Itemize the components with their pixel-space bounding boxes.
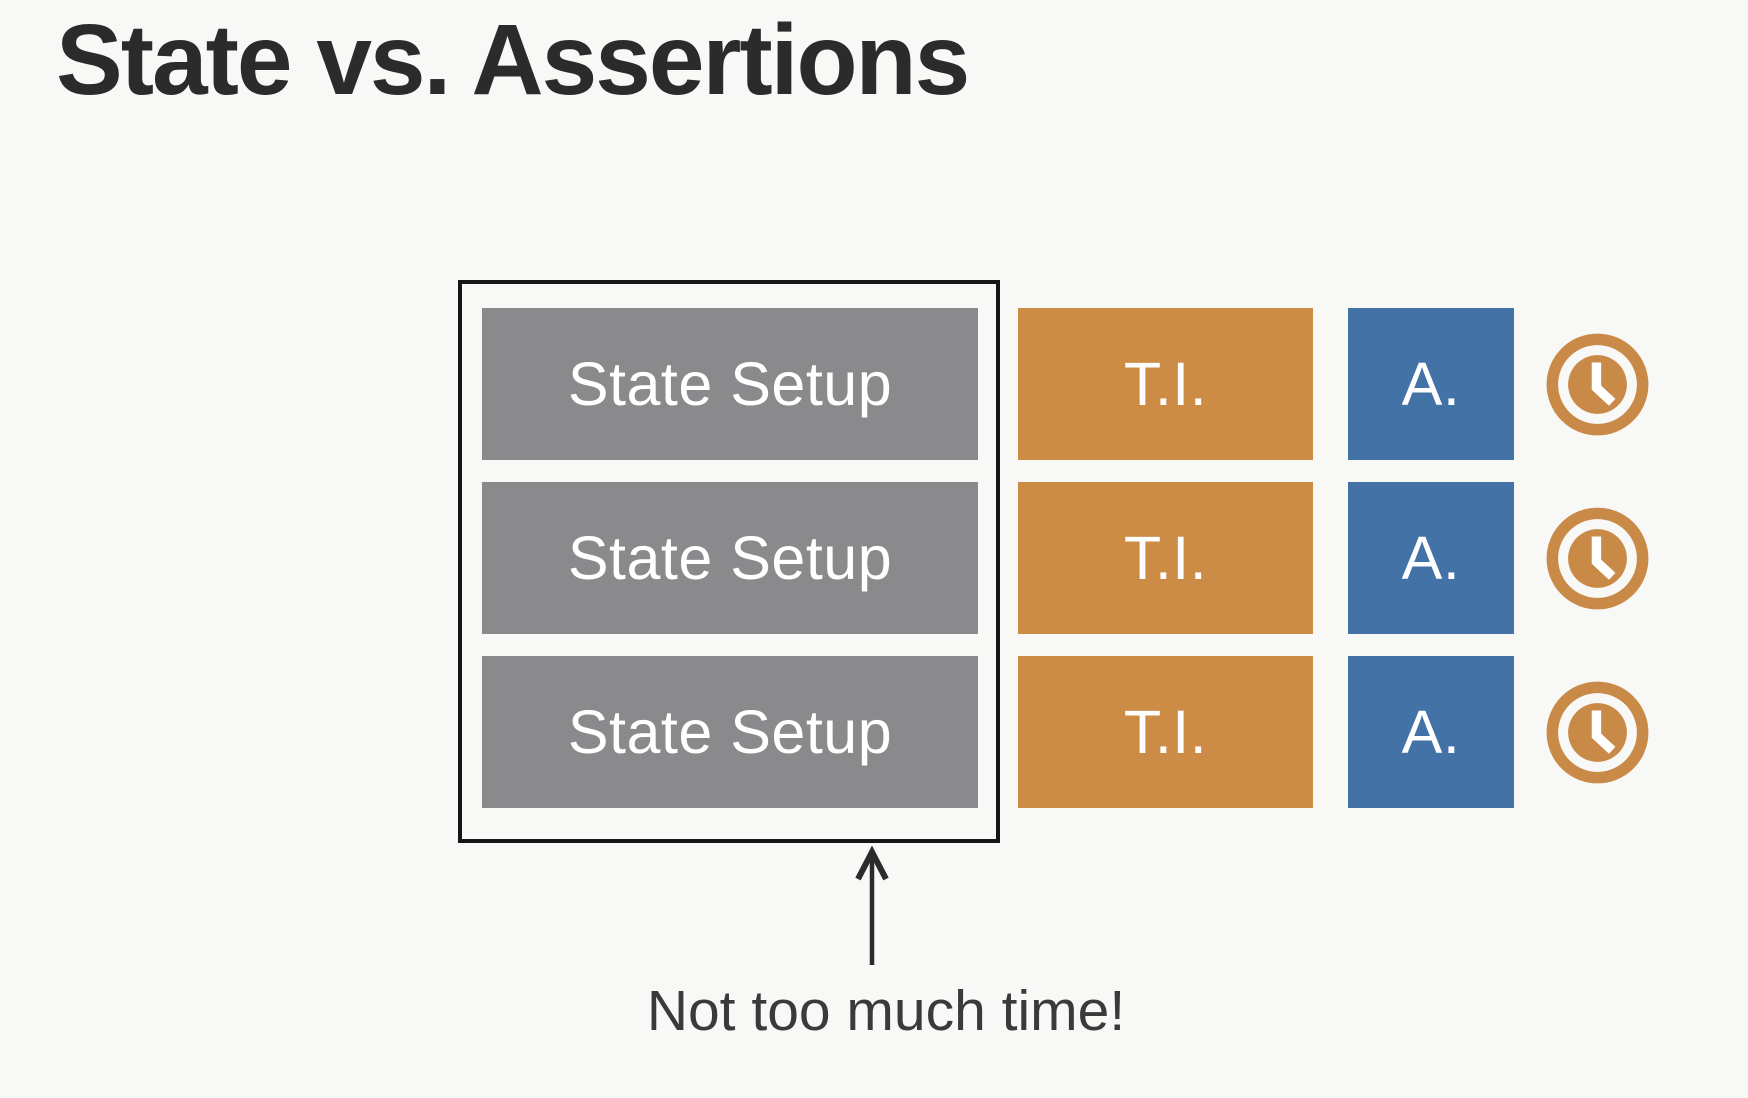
diagram-row: State Setup T.I. A. <box>482 656 1650 808</box>
state-setup-box: State Setup <box>482 482 978 634</box>
assertion-box: A. <box>1348 308 1514 460</box>
arrow-up-icon <box>855 846 889 965</box>
annotation-label: Not too much time! <box>646 979 1126 1043</box>
test-interaction-box: T.I. <box>1018 656 1313 808</box>
assertion-box: A. <box>1348 482 1514 634</box>
clock-icon <box>1546 507 1649 609</box>
diagram-row: State Setup T.I. A. <box>482 308 1650 460</box>
state-setup-frame <box>458 280 1000 843</box>
clock-icon <box>1546 681 1649 783</box>
test-interaction-box: T.I. <box>1018 482 1313 634</box>
state-setup-box: State Setup <box>482 656 978 808</box>
clock-icon <box>1546 333 1649 435</box>
assertion-box: A. <box>1348 656 1514 808</box>
state-setup-box: State Setup <box>482 308 978 460</box>
slide-title: State vs. Assertions <box>56 4 970 116</box>
test-interaction-box: T.I. <box>1018 308 1313 460</box>
diagram-row: State Setup T.I. A. <box>482 482 1650 634</box>
